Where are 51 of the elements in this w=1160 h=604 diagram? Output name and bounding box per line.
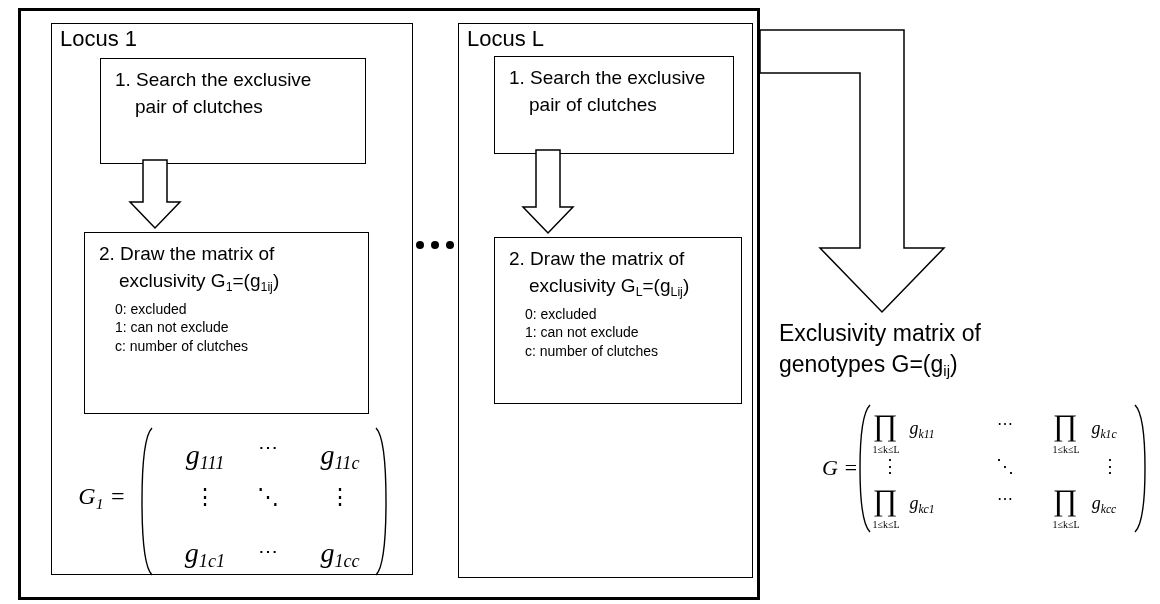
matrix-symbol: g$_{111}$	[185, 441, 225, 469]
matrix-symbol: ⋮	[194, 486, 216, 508]
matrix-symbol: g$_{kcc}$	[1091, 494, 1117, 512]
locus-panel	[51, 23, 413, 575]
step-box	[100, 58, 366, 164]
step-text: 1. Search the exclusive pair of clutches	[114, 68, 313, 119]
matrix-symbol: ⋮	[329, 486, 351, 508]
matrix-symbol: ⋯	[997, 491, 1013, 507]
step-text: 1. Search the exclusive pair of clutches	[508, 66, 707, 117]
step-text: 2. Draw the matrix of exclusivity G$_{L}$=(g$_{Lij}$)	[508, 247, 691, 300]
locus-panel	[458, 23, 753, 578]
step-box	[494, 237, 742, 404]
step-box	[84, 232, 369, 414]
matrix-symbol: 1≤k≤L	[1052, 445, 1080, 455]
step-box	[494, 56, 734, 154]
panel-title: Locus L	[467, 26, 545, 52]
matrix-symbol: G$_{1}$ =	[78, 484, 126, 508]
matrix-symbol: g$_{1c1}$	[184, 539, 226, 567]
matrix-symbol: ⋯	[258, 541, 278, 561]
block-arrow	[759, 29, 946, 314]
legend-note: c: number of clutches	[114, 336, 250, 355]
step-text: 2. Draw the matrix of exclusivity G$_{1}$=(g$_{1ij}$)	[98, 242, 281, 295]
matrix-symbol: g$_{k1c}$	[1091, 419, 1117, 437]
block-arrow	[128, 159, 182, 230]
matrix-symbol: ∏	[1052, 485, 1078, 515]
matrix-symbol: 1≤k≤L	[872, 520, 900, 530]
matrix-symbol: g$_{11c}$	[320, 441, 360, 469]
matrix-symbol: ⋯	[997, 416, 1013, 432]
matrix-symbol: ⋮	[881, 457, 899, 475]
legend-note: c: number of clutches	[524, 341, 660, 360]
matrix-symbol: ⋯	[258, 437, 278, 457]
matrix-symbol: ∏	[1052, 410, 1078, 440]
outer-frame	[18, 8, 760, 600]
matrix-symbol: G =	[821, 457, 859, 479]
matrix-symbol: ⋱	[996, 457, 1014, 475]
legend-note: 1: can not exclude	[114, 318, 230, 337]
legend-note: 1: can not exclude	[524, 323, 640, 342]
matrix-symbol: g$_{1cc}$	[320, 539, 360, 567]
matrix-symbol: g$_{k11}$	[909, 419, 935, 437]
matrix-symbol: ∏	[872, 485, 898, 515]
legend-note: 0: excluded	[524, 305, 598, 324]
matrix-symbol: g$_{kc1}$	[909, 494, 935, 512]
matrix-symbol: 1≤k≤L	[1052, 520, 1080, 530]
matrix-symbol: ⋮	[1101, 457, 1119, 475]
block-arrow	[521, 149, 575, 235]
legend-note: 0: excluded	[114, 300, 188, 319]
matrix-symbol: ⋱	[257, 486, 279, 508]
panel-title: Locus 1	[60, 26, 138, 52]
matrix-symbol: ∏	[872, 410, 898, 440]
result-label: Exclusivity matrix of genotypes G=(g$_{ij}$)	[778, 319, 982, 381]
matrix-symbol: 1≤k≤L	[872, 445, 900, 455]
